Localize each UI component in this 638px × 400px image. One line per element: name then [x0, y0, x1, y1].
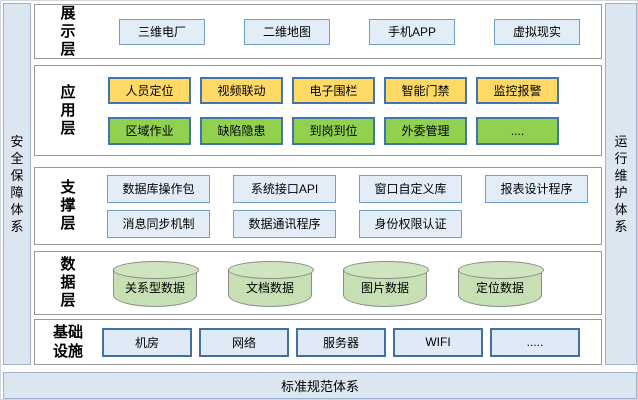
support-row-1: 数据库操作包 系统接口API 窗口自定义库 报表设计程序 [101, 174, 601, 203]
band-security-assurance: 安全保障体系 [3, 3, 31, 365]
layer-data: 数据层 关系型数据 文档数据 图片数据 定位数据 [34, 251, 602, 315]
app-item-smart-access: 智能门禁 [384, 76, 467, 104]
support-item-system-api: 系统接口API [233, 174, 336, 203]
band-operation-maintenance-label: 运行维护体系 [614, 134, 628, 234]
support-item-window-custom-lib: 窗口自定义库 [359, 174, 462, 203]
support-item-report-designer: 报表设计程序 [485, 174, 588, 203]
layer-support: 支撑层 数据库操作包 系统接口API 窗口自定义库 报表设计程序 消息同步机制 … [34, 167, 602, 245]
app-item-monitoring-alarm: 监控报警 [476, 76, 559, 104]
support-item-data-comm: 数据通讯程序 [233, 209, 336, 238]
band-security-assurance-label: 安全保障体系 [10, 134, 24, 234]
support-item-identity-auth: 身份权限认证 [359, 209, 462, 238]
support-row-2: 消息同步机制 数据通讯程序 身份权限认证 [101, 209, 601, 238]
app-item-outsourcing-management: 外委管理 [384, 116, 467, 145]
band-operation-maintenance: 运行维护体系 [605, 3, 637, 365]
layer-label-infrastructure: 基础设施 [52, 324, 83, 360]
layer-label-data: 数据层 [60, 256, 76, 309]
support-item-message-sync: 消息同步机制 [107, 209, 210, 238]
layer-presentation: 展示层 三维电厂 二维地图 手机APP 虚拟现实 [34, 4, 602, 59]
support-item-db-toolkit: 数据库操作包 [107, 174, 210, 203]
database-cylinder-image: 图片数据 [343, 260, 429, 307]
database-cylinder-positioning: 定位数据 [458, 260, 544, 307]
app-item-electronic-fence: 电子围栏 [292, 76, 375, 104]
app-item-video-linkage: 视频联动 [200, 76, 283, 104]
infra-item-network: 网络 [199, 327, 289, 357]
band-standards: 标准规范体系 [3, 372, 637, 399]
app-item-on-duty: 到岗到位 [292, 116, 375, 145]
infrastructure-row: 机房 网络 服务器 WIFI ..... [101, 327, 601, 357]
layer-infrastructure: 基础设施 机房 网络 服务器 WIFI ..... [34, 319, 602, 365]
layer-label-application: 应用层 [60, 83, 76, 137]
application-row-1: 人员定位 视频联动 电子围栏 智能门禁 监控报警 [101, 76, 601, 104]
app-item-personnel-positioning: 人员定位 [108, 76, 191, 104]
app-item-area-work: 区域作业 [108, 116, 191, 145]
infra-item-more: ..... [490, 327, 580, 357]
data-row: 关系型数据 文档数据 图片数据 定位数据 [101, 260, 601, 307]
presentation-item-2d-map: 二维地图 [244, 18, 330, 45]
layer-label-support: 支撑层 [60, 179, 76, 232]
presentation-item-3d-plant: 三维电厂 [119, 18, 205, 45]
presentation-row: 三维电厂 二维地图 手机APP 虚拟现实 [101, 18, 601, 45]
infra-item-server: 服务器 [296, 327, 386, 357]
band-standards-label: 标准规范体系 [280, 379, 359, 394]
infra-item-wifi: WIFI [393, 327, 483, 357]
database-cylinder-document: 文档数据 [228, 260, 314, 307]
app-item-more: .... [476, 116, 559, 145]
layer-label-presentation: 展示层 [60, 4, 76, 58]
application-row-2: 区域作业 缺陷隐患 到岗到位 外委管理 .... [101, 116, 601, 145]
layer-application: 应用层 人员定位 视频联动 电子围栏 智能门禁 监控报警 区域作业 缺陷隐患 到… [34, 65, 602, 156]
presentation-item-mobile-app: 手机APP [369, 18, 455, 45]
database-cylinder-relational: 关系型数据 [113, 260, 199, 307]
infra-item-machine-room: 机房 [102, 327, 192, 357]
presentation-item-virtual-reality: 虚拟现实 [494, 18, 580, 45]
app-item-defect-hazard: 缺陷隐患 [200, 116, 283, 145]
